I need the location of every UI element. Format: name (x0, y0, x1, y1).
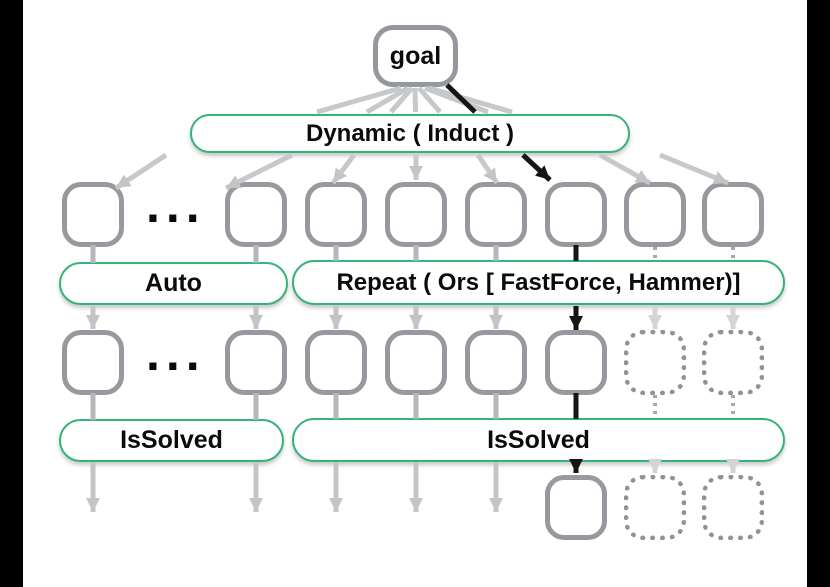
node-r1-c6-selected (545, 182, 607, 247)
ellipsis-row1: ... (146, 177, 206, 233)
node-r3-c8-speculative (702, 475, 764, 540)
node-r2-c1 (62, 330, 124, 395)
stems-row2 (90, 393, 499, 420)
node-r1-c2 (225, 182, 287, 247)
arrows-below-issolved (86, 462, 503, 512)
selected-edge-banner-to-node6 (521, 153, 552, 182)
root-goal-label: goal (389, 41, 442, 70)
node-r1-c1 (62, 182, 124, 247)
dotted-stems-row1 (653, 247, 735, 261)
banner-repeat-label: Repeat ( Ors [ FastForce, Hammer)] (336, 268, 741, 296)
node-r2-c5 (465, 330, 527, 395)
node-r2-c2 (225, 330, 287, 395)
node-r1-c8 (702, 182, 764, 247)
banner-auto-label: Auto (145, 269, 202, 297)
node-r2-c3 (305, 330, 367, 395)
node-r2-c8-speculative (702, 330, 764, 395)
node-r2-c4 (385, 330, 447, 395)
light-arrows-to-dotted-row2 (648, 306, 740, 329)
banner-dynamic-label: Dynamic ( Induct ) (305, 119, 515, 147)
root-goal-node: goal (373, 25, 458, 87)
banner-dynamic-induct: Dynamic ( Induct ) (190, 114, 630, 153)
right-pillarbox-bar (807, 0, 830, 587)
banner-auto: Auto (59, 262, 288, 305)
banner-issolved-left: IsSolved (59, 419, 284, 462)
node-r1-c7 (624, 182, 686, 247)
dotted-stems-row2 (653, 395, 735, 418)
node-r3-c6-solved (545, 475, 607, 540)
banner-issolved-right-label: IsSolved (487, 425, 590, 454)
banner-issolved-right: IsSolved (292, 418, 785, 462)
node-r2-c7-speculative (624, 330, 686, 395)
node-r2-c6-selected (545, 330, 607, 395)
light-arrows-to-dotted-row3 (648, 459, 740, 473)
banner-repeat-ors: Repeat ( Ors [ FastForce, Hammer)] (292, 260, 785, 305)
banner-issolved-left-label: IsSolved (120, 426, 223, 454)
node-r1-c4 (385, 182, 447, 247)
node-r3-c7-speculative (624, 475, 686, 540)
ellipsis-row2: ... (146, 325, 206, 381)
fan-edges-upper (316, 85, 513, 115)
left-pillarbox-bar (0, 0, 23, 587)
node-r1-c3 (305, 182, 367, 247)
node-r1-c5 (465, 182, 527, 247)
selected-edge-goal-to-banner (445, 83, 477, 114)
